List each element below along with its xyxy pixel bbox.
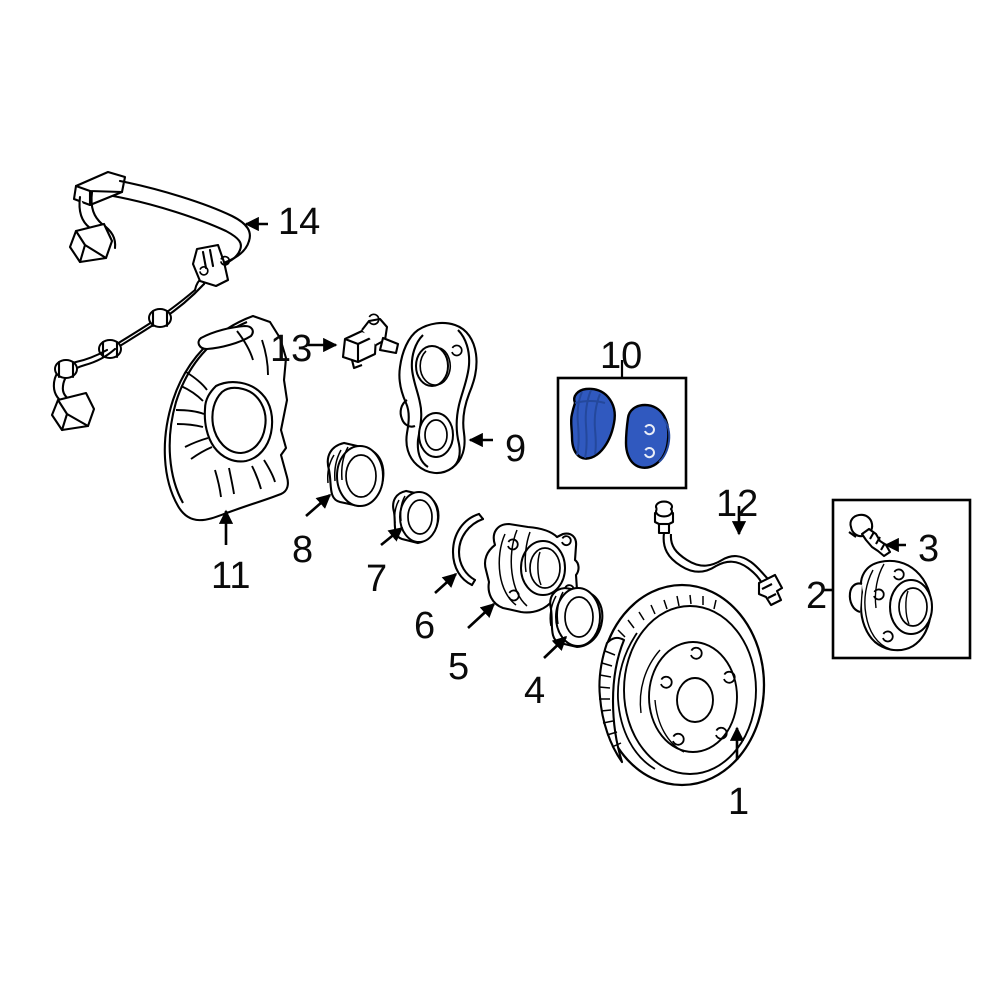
brake-pad-inner-part [624, 403, 671, 469]
brake-dust-splash-shield-part [163, 314, 289, 522]
callout-leader-7 [380, 526, 404, 547]
callout-label-11: 11 [211, 555, 251, 597]
steering-knuckle-hub-part [483, 522, 580, 614]
callout-label-9: 9 [505, 428, 527, 470]
wheel-hub-assembly-part [848, 559, 933, 652]
callout-label-2: 2 [806, 575, 828, 617]
callout-leader-8 [305, 494, 332, 517]
brake-flexible-hose-part [653, 500, 784, 607]
callout-label-7: 7 [366, 558, 388, 600]
wheel-bearing-outer-part [326, 441, 385, 508]
callout-label-8: 8 [292, 529, 314, 571]
caliper-mounting-bracket-part [398, 321, 478, 474]
wheel-bearing-inner-part [392, 489, 440, 545]
callout-leader-5 [467, 603, 496, 629]
abs-sensor-wire-harness-part [50, 170, 251, 432]
callout-label-1: 1 [728, 781, 750, 823]
wheel-hub-stud-part [848, 513, 892, 558]
abs-wheel-speed-sensor-part [341, 313, 400, 370]
hub-oil-seal-part [549, 586, 604, 649]
callout-label-6: 6 [414, 605, 436, 647]
callout-label-12: 12 [716, 483, 759, 525]
callout-label-10: 10 [600, 335, 643, 377]
callout-leader-4 [543, 636, 568, 659]
callout-label-3: 3 [918, 528, 940, 570]
bearing-snap-ring-part [451, 512, 485, 587]
brake-pad-outer-part [569, 387, 616, 460]
callout-label-4: 4 [524, 670, 546, 712]
brake-rotor-disc-part [598, 583, 766, 787]
callout-label-5: 5 [448, 646, 470, 688]
callout-leader-6 [434, 573, 458, 594]
callout-label-13: 13 [270, 328, 313, 370]
callout-label-14: 14 [278, 201, 321, 243]
